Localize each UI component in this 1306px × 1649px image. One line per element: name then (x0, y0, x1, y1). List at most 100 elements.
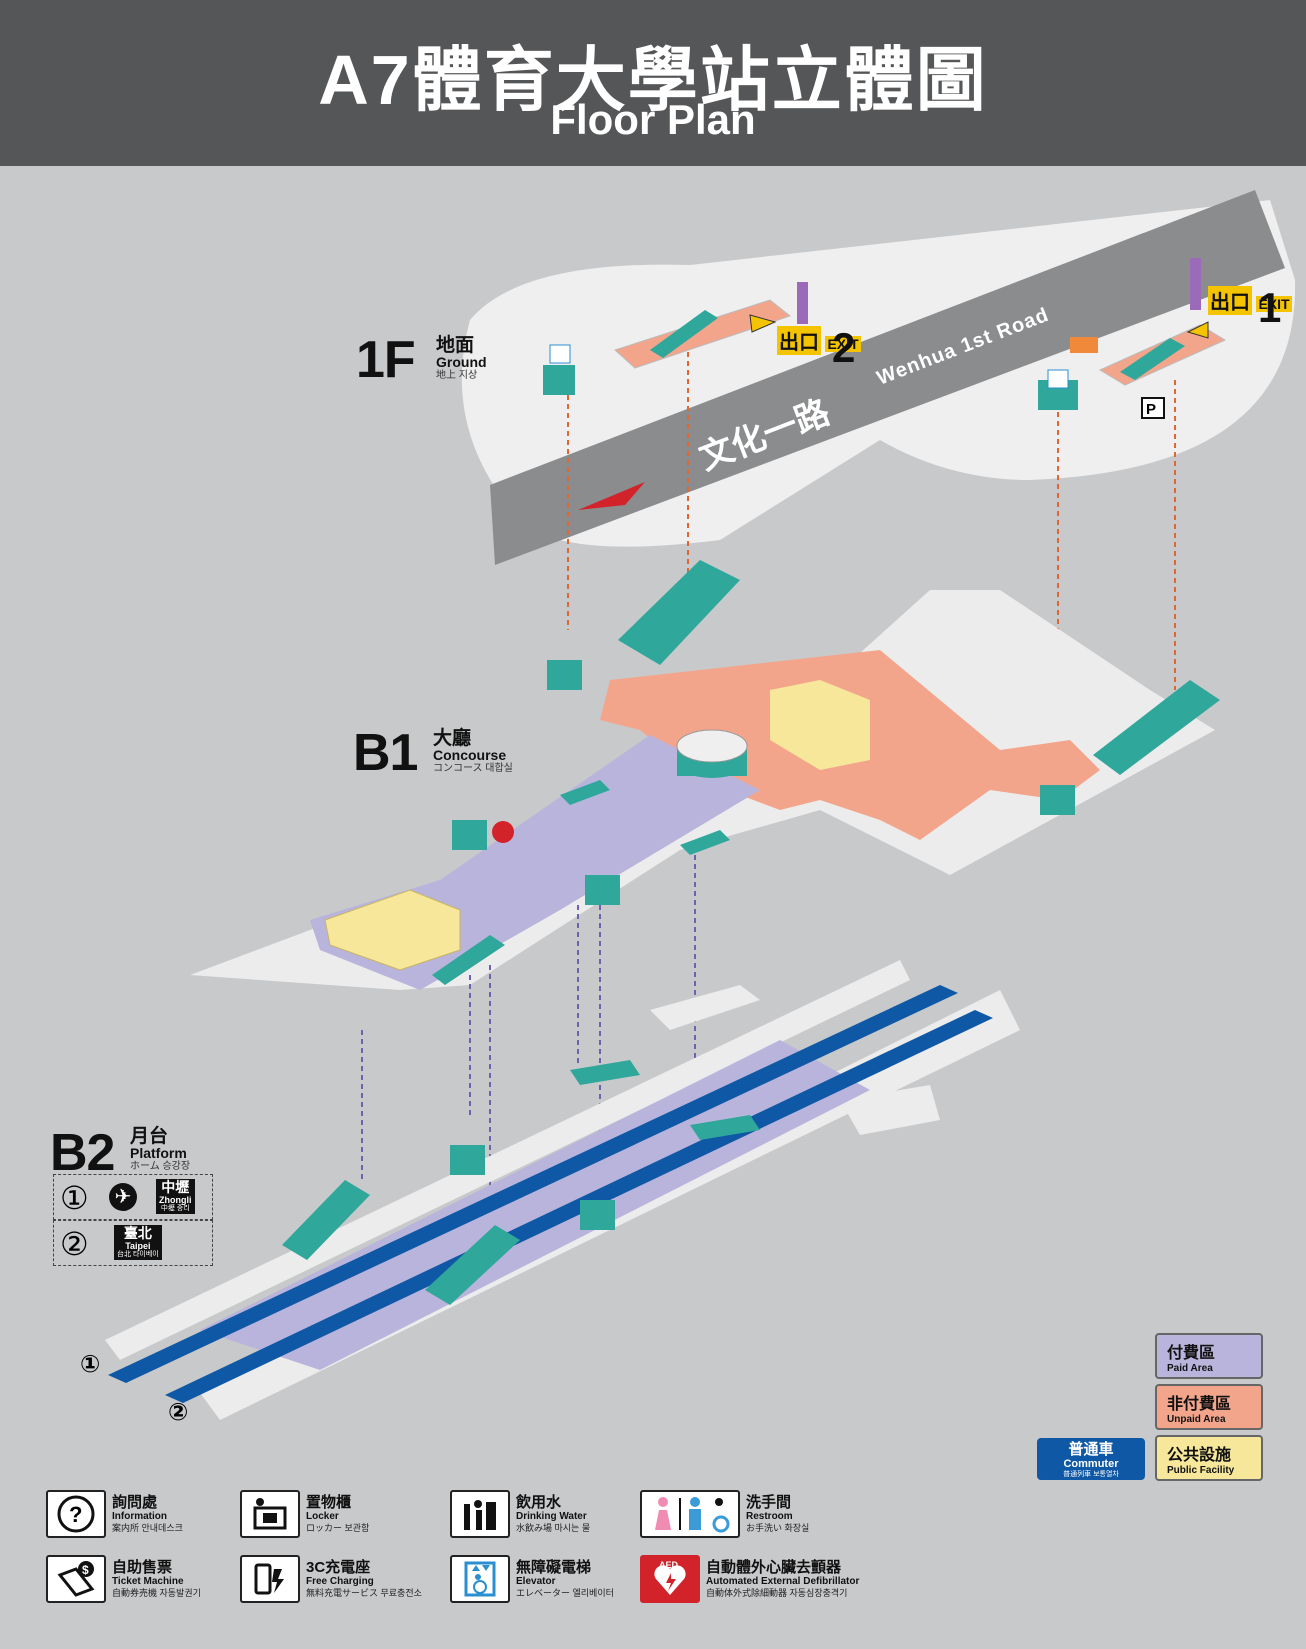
direction-zh-1: 中壢 (161, 1179, 190, 1195)
legend-unpaid-zh: 非付費區 (1167, 1396, 1232, 1413)
concourse-escalator-platform-b (560, 780, 610, 805)
direction-sub-1: 中壢 중리 (160, 1205, 190, 1212)
exit-1-zh: 出口 (1208, 286, 1252, 315)
parking-letter: P (1146, 401, 1156, 418)
track-number-1: ① (80, 1350, 100, 1378)
exit-2-en: EXIT (825, 336, 861, 352)
legend-commuter-en: Commuter (1063, 1458, 1119, 1470)
floor-zh-b2: 月台 (130, 1126, 169, 1147)
concourse-info-booth (676, 729, 748, 778)
exit-2-number: 2 (832, 324, 856, 371)
concourse-facility-block (770, 680, 870, 770)
concourse-elevator-1 (547, 660, 582, 690)
svg-text:AED: AED (659, 1560, 679, 1570)
ticket-machine-icon: $ (46, 1555, 106, 1603)
platform-escalator-b (425, 1225, 520, 1305)
concourse-elevator-2 (452, 820, 487, 850)
floor-code-b1: B1 (353, 724, 418, 782)
legend-commuter: 普通車 Commuter 普通列車 보통열차 (1037, 1438, 1145, 1480)
track-number-2: ② (168, 1398, 188, 1426)
floor-zh-b1: 大廳 (433, 728, 472, 749)
legend-paid-en: Paid Area (1167, 1363, 1213, 1374)
exit1-pillar (1190, 258, 1201, 310)
legend-facility-en: Public Facility (1167, 1465, 1235, 1476)
page-title: A7體育大學站立體圖 (318, 41, 988, 119)
legend-paid-area: 付費區 Paid Area (1155, 1333, 1263, 1379)
floor-en-b2: Platform (130, 1145, 187, 1161)
exit-2-zh: 出口 (777, 326, 821, 355)
exit2-arrow (749, 314, 777, 333)
direction-zhongli: ① ✈ 中壢 Zhongli 中壢 중리 (53, 1174, 213, 1220)
charging-icon (240, 1555, 300, 1603)
platform-escalator-c (570, 1060, 640, 1085)
legend-commuter-zh: 普通車 (1068, 1441, 1114, 1458)
svg-text:$: $ (82, 1563, 89, 1577)
page-subtitle: Floor Plan (550, 96, 756, 143)
direction-sub-2: 台北 타이베이 (117, 1251, 159, 1258)
platform-1-edge (105, 960, 910, 1360)
platform-elevator-1 (450, 1145, 485, 1175)
exit-2-label: 出口 EXIT 2 (777, 324, 861, 371)
floor-code-b2: B2 (50, 1124, 115, 1182)
legend-unpaid-area: 非付費區 Unpaid Area (1155, 1384, 1263, 1430)
direction-en-1: Zhongli (159, 1195, 192, 1205)
direction-number-2: ② (60, 1225, 89, 1263)
direction-taipei: ② 臺北 Taipei 台北 타이베이 (53, 1220, 213, 1266)
direction-en-2: Taipei (125, 1241, 151, 1251)
locker-icon (240, 1490, 300, 1538)
exit2-pillar (797, 282, 808, 324)
direction-number-1: ① (60, 1179, 89, 1217)
parking-icon (1141, 397, 1165, 419)
floor-en-1f: Ground (436, 354, 487, 370)
concourse-restroom-block (324, 889, 461, 971)
platform-annex-right (840, 1085, 940, 1135)
information-icon: ? (46, 1490, 106, 1538)
floor-code-1f: 1F (356, 331, 416, 389)
floor-zh-1f: 地面 (436, 335, 475, 356)
concourse-elevator-4 (1040, 785, 1075, 815)
header: A7體育大學站立體圖 Floor Plan (0, 0, 1306, 166)
concourse-escalator-exit2 (618, 560, 740, 665)
shop-sign-icon (1070, 337, 1098, 353)
floor-other-1f: 地上 지상 (436, 370, 478, 381)
exit2-escalator (650, 310, 718, 358)
concourse-escalator-exit1 (1093, 680, 1220, 775)
exit1-escalator (1120, 338, 1185, 380)
svg-text:?: ? (69, 1502, 82, 1527)
concourse-escalator-platform-a (432, 935, 505, 985)
exit-1-en: EXIT (1256, 296, 1292, 312)
airport-icon: ✈ (109, 1183, 137, 1211)
concourse-elevator-3 (585, 875, 620, 905)
direction-zh-2: 臺北 (123, 1225, 152, 1241)
platform-paid-area (200, 1040, 870, 1370)
exit-1-number: 1 (1258, 284, 1282, 331)
elevator-icon (450, 1555, 510, 1603)
floor-label-b2: B2 月台 Platform ホーム 승강장 (50, 1123, 190, 1183)
concourse-aed-icon (492, 821, 514, 843)
track-1 (108, 985, 958, 1383)
track-2 (165, 1010, 993, 1403)
platform-annex-top (650, 985, 760, 1030)
concourse-escalator-platform-c (680, 830, 730, 855)
floor-other-b1: コンコース 대합실 (433, 763, 513, 774)
platform-escalator-d (690, 1115, 760, 1140)
floor-label-1f: 1F 地面 Ground 地上 지상 (356, 330, 487, 390)
ground-elevator-left (543, 344, 575, 395)
restroom-icon (640, 1490, 740, 1538)
station-floor-plan-map: 文化一路 Wenhua 1st Road P (80, 190, 1296, 1426)
drinking-water-icon (450, 1490, 510, 1538)
platform-elevator-2 (580, 1200, 615, 1230)
road-direction-arrow (578, 482, 645, 510)
ground-elevator-right (1038, 369, 1078, 410)
legend-paid-zh: 付費區 (1167, 1345, 1216, 1362)
legend-facility-zh: 公共設施 (1167, 1447, 1232, 1464)
legend-commuter-other: 普通列車 보통열차 (1063, 1471, 1119, 1478)
floor-en-b1: Concourse (433, 747, 507, 763)
